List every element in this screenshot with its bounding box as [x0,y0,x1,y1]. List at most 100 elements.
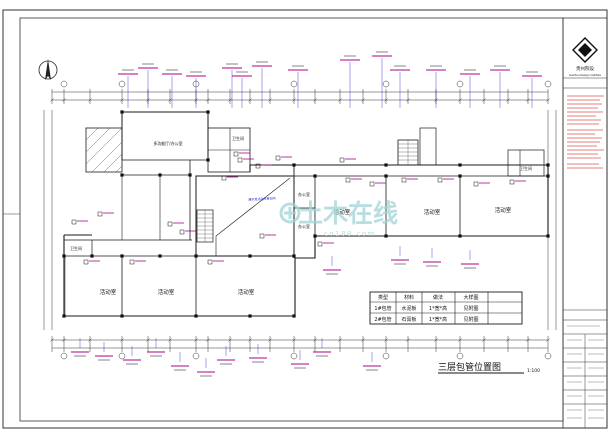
column [384,174,388,178]
pipe-box [473,181,479,187]
small-room-labels: 办公室 办公室 多功能厅/办公室 卫生间 卫生间 卫生间 [70,135,532,251]
legend-row2-detail: 见附图 [463,316,478,323]
pipe-box [255,163,261,169]
column [458,174,462,178]
pipe-box [97,211,103,217]
column [248,254,252,258]
room-activity-bot-2: 活动室 [158,288,175,296]
company-name-cn: 贵州院设 [576,65,594,72]
column [384,234,388,238]
axis-bubble-bottom [290,352,298,360]
watermark-subtext: co188.com [324,230,376,238]
pipe-markers [71,51,542,377]
column [313,174,317,178]
watermark: 土木在线 co188.com [279,199,398,238]
axis-bubble-bottom [60,352,68,360]
room-activity-bot-3: 活动室 [238,288,255,296]
column [120,254,124,258]
drawing-scale: 1:100 [527,368,540,374]
column [194,254,198,258]
pipe-box [71,219,77,225]
pipe-box [167,221,173,227]
room-activity-bot-1: 活动室 [100,288,117,296]
axis-bubble-top [456,80,464,88]
column [292,163,296,167]
company-logo-icon [572,37,598,63]
column [90,254,94,258]
column [62,254,66,258]
column [292,254,296,258]
pipe-box [83,259,89,265]
legend-row2-material: 石膏板 [401,316,416,323]
pipe-box [317,241,323,247]
room-ws-2: 卫生间 [70,245,82,251]
pipe-box [437,177,443,183]
title-block: 贵州院设 Guizhou Design Institute [562,17,608,429]
room-activity-top-3: 活动室 [495,206,512,214]
axis-bubble-bottom [382,352,390,360]
room-hall: 展示及活动共享空间 [248,195,275,201]
column [313,234,317,238]
inner-frame [19,17,564,422]
pipe-box [233,151,239,157]
column [546,163,550,167]
room-office-2: 办公室 [298,223,310,229]
axis-bubble-bottom [192,352,200,360]
column [62,314,66,318]
legend-row1-method: 1*宽*高 [429,305,447,312]
dimension-lines-bottom [50,336,550,352]
legend-table: 类型 材料 做法 大样图 1#包管 水泥板 1*宽*高 见附图 2#包管 石膏板… [369,291,523,325]
pipe-box [369,181,375,187]
legend-header-material: 材料 [404,294,414,301]
axis-bubble-top [118,80,126,88]
room-multi-function: 多功能厅/办公室 [153,140,182,146]
legend-header-type: 类型 [378,294,388,301]
legend-row2-type: 2#包管 [374,316,391,323]
room-activity-top-1: 活动室 [334,208,351,216]
axis-bubble-top [382,80,390,88]
column [188,173,192,177]
room-ws-3: 卫生间 [520,165,532,171]
column [120,110,124,114]
column [546,174,550,178]
pipe-box [509,179,515,185]
pipe-box [401,177,407,183]
pipe-box [179,229,185,235]
axis-bubble-top [544,80,552,88]
pipe-box [275,155,281,161]
axis-bubble-bottom [544,352,552,360]
pipe-box [345,177,351,183]
building-plan [62,110,550,318]
column [458,234,462,238]
room-activity-top-2: 活动室 [424,208,441,216]
column [206,110,210,114]
pipe-box [207,259,213,265]
watermark-logo-icon [279,202,301,224]
north-arrow-icon [38,59,58,80]
company-name-en: Guizhou Design Institute [569,73,601,77]
drawing-title: 三层包管位置图 [438,361,501,373]
column [292,314,296,318]
legend-header-method: 做法 [433,294,443,301]
column [206,158,210,162]
room-labels: 活动室 活动室 活动室 活动室 活动室 活动室 [100,206,512,296]
column [546,234,550,238]
legend-row1-detail: 见附图 [463,305,478,312]
room-office-1: 办公室 [298,191,310,197]
pipe-box [339,157,345,163]
legend-row2-method: 1*宽*高 [429,316,447,323]
dimension-lines-top [50,89,550,104]
legend-row1-material: 水泥板 [401,305,416,312]
column [458,163,462,167]
column [194,314,198,318]
axis-bubble-bottom [456,352,464,360]
column [384,163,388,167]
pipe-box [237,157,243,163]
axis-markers [60,80,552,360]
watermark-text: 土木在线 [298,199,398,228]
pipe-box [221,175,227,181]
column [158,173,162,177]
room-ws-1: 卫生间 [232,135,244,141]
